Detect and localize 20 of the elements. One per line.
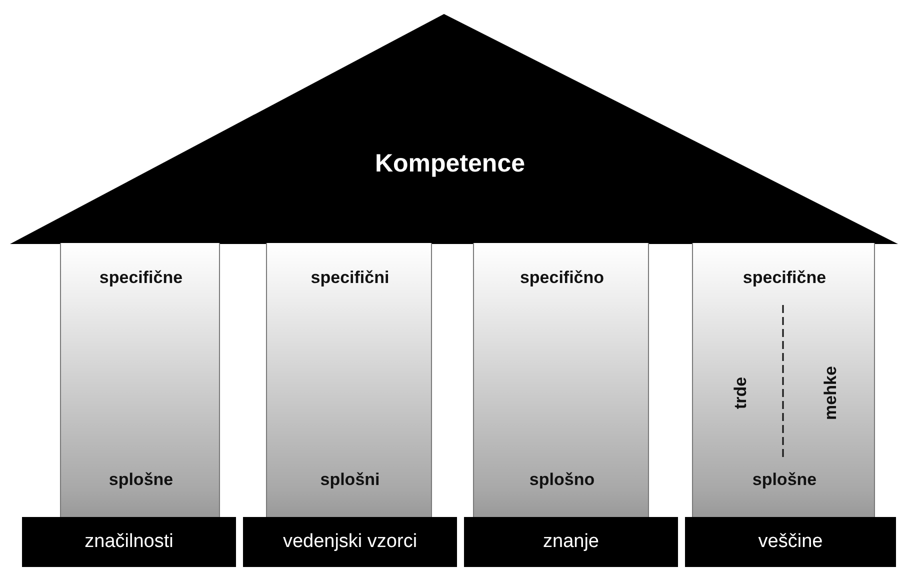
- pillar: [60, 243, 220, 517]
- pillar-bottom-label: splošne: [752, 470, 817, 490]
- pillar: [473, 243, 649, 517]
- roof-triangle: [10, 14, 898, 244]
- pillar-top-label: specifično: [520, 268, 604, 288]
- pillar-bottom-label: splošno: [529, 470, 595, 490]
- pillar-top-label: specifične: [99, 268, 183, 288]
- pillar-base: veščine: [685, 517, 896, 567]
- pillar-base: značilnosti: [22, 517, 236, 567]
- pillar-base: vedenjski vzorci: [243, 517, 457, 567]
- vertical-label: mehke: [821, 366, 841, 420]
- roof-title: Kompetence: [374, 150, 526, 178]
- pillar-top-label: specifične: [742, 268, 826, 288]
- pillar: [692, 243, 875, 517]
- pillar-bottom-label: splošni: [320, 470, 380, 490]
- pillar-top-label: specifični: [310, 268, 390, 288]
- vertical-label: trde: [731, 376, 751, 410]
- pillar-bottom-label: splošne: [108, 470, 174, 490]
- pillar: [266, 243, 432, 517]
- pillar-base: znanje: [464, 517, 678, 567]
